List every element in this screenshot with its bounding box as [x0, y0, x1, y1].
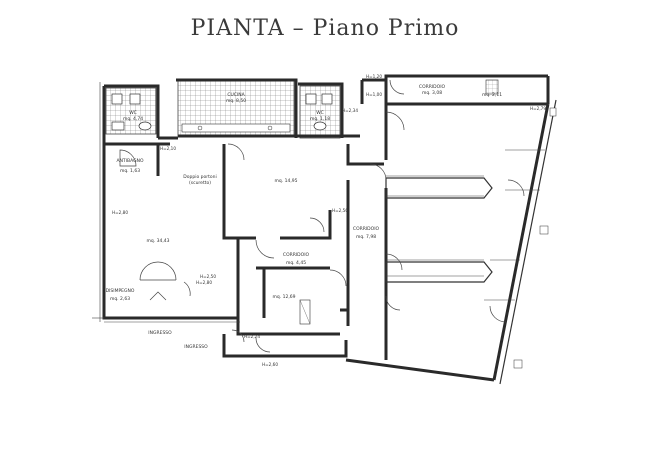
room-labels: WC mq. 4,74 CUCINA mq. 8,50 WC mq. 1,18 …: [106, 84, 503, 302]
label-room-topright-area: mq. 2,11: [482, 92, 502, 98]
note-doppio-portoni: Doppio portoni: [183, 174, 216, 180]
label-wc-mid-area: mq. 1,18: [310, 116, 330, 122]
label-cucina-area: mq. 8,50: [226, 98, 246, 104]
label-corridoio-small-area: mq. 4,45: [286, 260, 306, 266]
note-ingresso-bottom: INGRESSO: [148, 330, 172, 336]
note-h-250b: H=2,50: [200, 274, 216, 279]
annotations: Doppio portoni (scuretto) INGRESSO INGRE…: [112, 74, 546, 367]
note-h-100: H=1,00: [366, 92, 382, 97]
label-room-center-area: mq. 14,95: [275, 178, 298, 184]
wc-left-area: [105, 87, 157, 135]
note-h-234: H=2,34: [342, 108, 358, 113]
doors: [119, 79, 525, 353]
projection-arrows: [385, 177, 493, 283]
label-wc-left-name: WC: [129, 110, 137, 116]
fixtures: [299, 79, 557, 369]
cucina-area: [177, 79, 295, 137]
plan-title: PIANTA – Piano Primo: [190, 16, 460, 41]
label-room-big-area: mq. 34,43: [147, 238, 170, 244]
note-h-120: H=1,20: [366, 74, 382, 79]
label-wc-left-area: mq. 4,74: [123, 116, 143, 122]
note-ingresso-left: INGRESSO: [184, 344, 208, 350]
note-h-280b: H=2,80: [196, 280, 212, 285]
note-h-260-bottom: H=2,60: [262, 362, 278, 367]
label-antibagno-area: mq. 1,63: [120, 168, 140, 174]
note-h-250: H=2,50: [332, 208, 348, 213]
note-h-280: H=2,80: [112, 210, 128, 215]
hairlines: [92, 82, 545, 323]
wc-mid-area: [299, 85, 341, 139]
label-cucina-name: CUCINA: [227, 92, 245, 98]
note-h-224: H=2,24: [244, 334, 260, 339]
label-corridoio-small-name: CORRIDOIO: [283, 252, 310, 258]
note-h-279: H=2,79: [530, 106, 546, 111]
note-scuretto: (scuretto): [189, 180, 211, 186]
label-antibagno-name: ANTIBAGNO: [116, 158, 143, 164]
label-wc-mid-name: WC: [316, 110, 324, 116]
label-corridoio-main-name: CORRIDOIO: [353, 226, 380, 232]
label-room-lower-area: mq. 12,69: [273, 294, 296, 300]
label-corridoio-main-area: mq. 7,98: [356, 234, 376, 240]
label-corridoio-top-name: CORRIDOIO: [419, 84, 446, 90]
label-corridoio-top-area: mq. 3,08: [422, 90, 442, 96]
label-disimpegno-name: DISIMPEGNO: [106, 288, 135, 294]
label-disimpegno-area: mq. 2,63: [110, 296, 130, 302]
note-h-210: H=2,10: [160, 146, 176, 151]
